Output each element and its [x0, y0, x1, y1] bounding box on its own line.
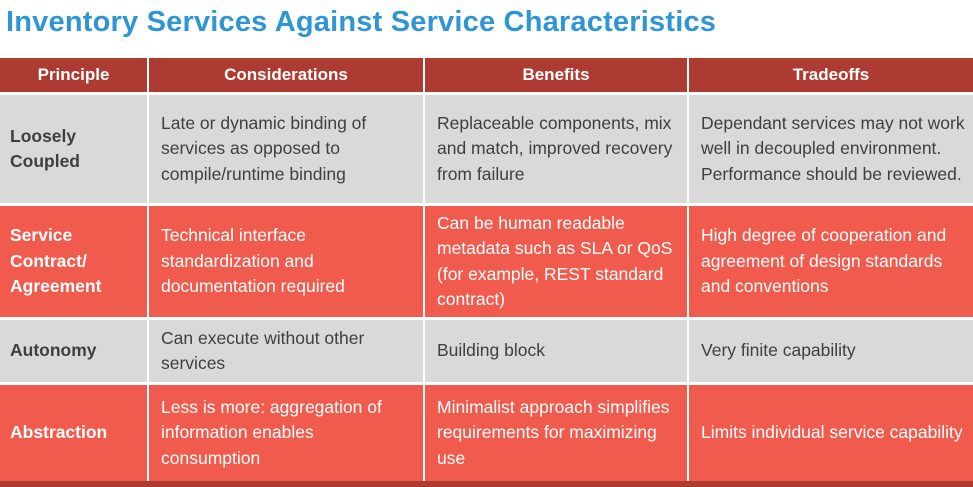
title-bar: Inventory Services Against Service Chara… [0, 0, 973, 58]
tradeoffs-cell: High degree of cooperation and agreement… [689, 206, 973, 317]
considerations-cell: Technical interface standardization and … [149, 206, 423, 317]
tradeoffs-cell: Dependant services may not work well in … [689, 95, 973, 203]
column-header-considerations: Considerations [149, 58, 423, 92]
benefits-cell: Minimalist approach simplifies requireme… [425, 385, 687, 481]
page-title: Inventory Services Against Service Chara… [6, 6, 717, 38]
column-header-tradeoffs: Tradeoffs [689, 58, 973, 92]
benefits-cell: Replaceable components, mix and match, i… [425, 95, 687, 203]
table-bottom-edge [0, 481, 973, 487]
considerations-cell: Can execute without other services [149, 320, 423, 382]
benefits-cell: Can be human readable metadata such as S… [425, 206, 687, 317]
characteristics-table: Principle Considerations Benefits Tradeo… [0, 58, 973, 481]
considerations-cell: Late or dynamic binding of services as o… [149, 95, 423, 203]
tradeoffs-cell: Limits individual service capability [689, 385, 973, 481]
benefits-cell: Building block [425, 320, 687, 382]
principle-cell: Service Contract/ Agreement [0, 206, 147, 317]
principle-cell: Abstraction [0, 385, 147, 481]
column-header-benefits: Benefits [425, 58, 687, 92]
principle-cell: Autonomy [0, 320, 147, 382]
column-header-principle: Principle [0, 58, 147, 92]
tradeoffs-cell: Very finite capability [689, 320, 973, 382]
considerations-cell: Less is more: aggregation of information… [149, 385, 423, 481]
principle-cell: Loosely Coupled [0, 95, 147, 203]
